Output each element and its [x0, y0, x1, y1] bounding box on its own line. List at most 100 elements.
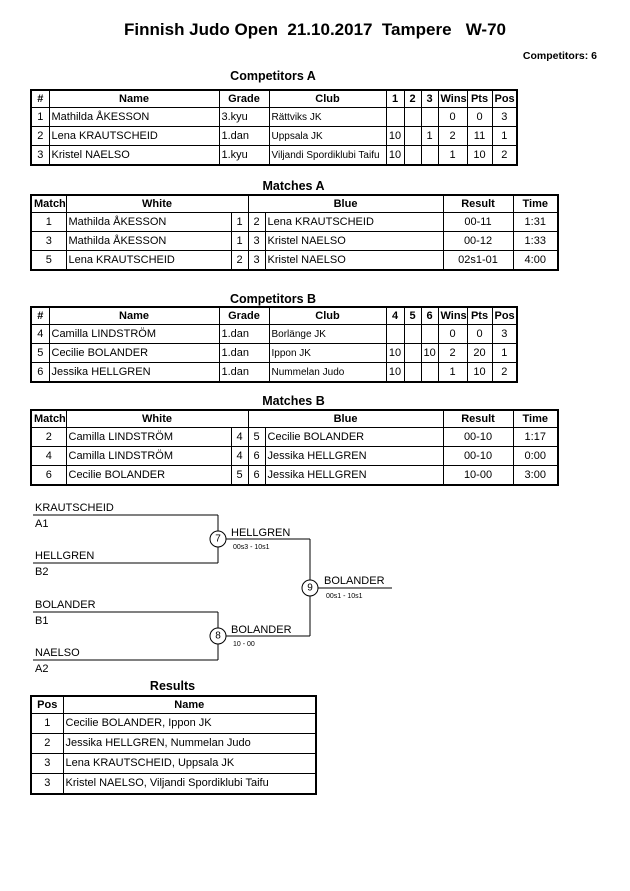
competitor-club: Nummelan Judo: [268, 362, 387, 383]
competitor-row: 6 Jessika HELLGREN 1.dan Nummelan Judo 1…: [30, 362, 518, 383]
semi2-bottom-code: A2: [35, 663, 48, 675]
competitor-club: Uppsala JK: [268, 126, 387, 146]
competitor-grade: 1.dan: [218, 343, 270, 363]
result-pos: 2: [30, 733, 64, 754]
semi1-winner: HELLGREN: [231, 527, 290, 539]
col-name: Name: [62, 695, 317, 714]
competitors-count: Competitors: 6: [522, 50, 597, 62]
blue-number: 6: [247, 446, 266, 466]
result-pos: 1: [30, 713, 64, 734]
match-result: 10-00: [442, 465, 514, 486]
match-number: 2: [30, 427, 67, 447]
score-vs-1: [385, 107, 405, 127]
pts-value: 11: [466, 126, 493, 146]
score-vs-4: 10: [385, 343, 405, 363]
match-time: 1:17: [512, 427, 559, 447]
match-number: 1: [30, 212, 67, 232]
match-row: 1 Mathilda ÅKESSON 1 2 Lena KRAUTSCHEID …: [30, 212, 559, 232]
pts-value: 10: [466, 362, 493, 383]
result-row: 1 Cecilie BOLANDER, Ippon JK: [30, 713, 317, 734]
pos-value: 2: [491, 362, 518, 383]
competitor-grade: 1.dan: [218, 126, 270, 146]
match-number: 4: [30, 446, 67, 466]
white-name: Camilla LINDSTRÖM: [65, 446, 232, 466]
competitor-number: 6: [30, 362, 50, 383]
white-name: Camilla LINDSTRÖM: [65, 427, 232, 447]
header-row: # Name Grade Club 4 5 6 Wins Pts Pos: [30, 306, 518, 325]
col-number: #: [30, 89, 50, 108]
match-result: 00-12: [442, 231, 514, 251]
score-vs-3: [420, 145, 439, 166]
competitor-grade: 1.kyu: [218, 145, 270, 166]
result-name: Cecilie BOLANDER, Ippon JK: [62, 713, 317, 734]
white-name: Mathilda ÅKESSON: [65, 212, 232, 232]
pos-value: 1: [491, 343, 518, 363]
semi1-top-name: KRAUTSCHEID: [35, 502, 114, 514]
score-vs-6: 10: [420, 343, 439, 363]
pts-value: 20: [466, 343, 493, 363]
final-match-number: 9: [307, 583, 313, 594]
score-vs-6: [420, 362, 439, 383]
match-row: 2 Camilla LINDSTRÖM 4 5 Cecilie BOLANDER…: [30, 427, 559, 447]
match-row: 4 Camilla LINDSTRÖM 4 6 Jessika HELLGREN…: [30, 446, 559, 466]
semi1-match-number: 7: [215, 534, 221, 545]
result-pos: 3: [30, 753, 64, 774]
col-opp-2: 2: [403, 89, 422, 108]
white-name: Lena KRAUTSCHEID: [65, 250, 232, 271]
competitor-name: Mathilda ÅKESSON: [48, 107, 220, 127]
pos-value: 2: [491, 145, 518, 166]
pos-value: 1: [491, 126, 518, 146]
competitor-row: 2 Lena KRAUTSCHEID 1.dan Uppsala JK 10 1…: [30, 126, 518, 146]
white-number: 2: [230, 250, 249, 271]
col-pos: Pos: [491, 89, 518, 108]
bracket-node-7: [209, 530, 227, 548]
col-result: Result: [442, 409, 514, 428]
pts-value: 0: [466, 107, 493, 127]
header-row: Match White Blue Result Time: [30, 194, 559, 213]
result-name: Kristel NAELSO, Viljandi Spordiklubi Tai…: [62, 773, 317, 795]
score-vs-2: [403, 107, 422, 127]
match-time: 1:31: [512, 212, 559, 232]
pts-value: 10: [466, 145, 493, 166]
match-row: 6 Cecilie BOLANDER 5 6 Jessika HELLGREN …: [30, 465, 559, 486]
blue-number: 3: [247, 250, 266, 271]
blue-name: Jessika HELLGREN: [264, 446, 444, 466]
result-row: 3 Lena KRAUTSCHEID, Uppsala JK: [30, 753, 317, 774]
header-row: Pos Name: [30, 695, 317, 714]
col-number: #: [30, 306, 50, 325]
matches-a-table: Match White Blue Result Time 1 Mathilda …: [30, 194, 560, 271]
score-vs-4: [385, 324, 405, 344]
match-number: 5: [30, 250, 67, 271]
results-table: Pos Name 1 Cecilie BOLANDER, Ippon JK 2 …: [30, 695, 317, 795]
matches-b-heading: Matches B: [262, 394, 325, 408]
bracket-node-9: [301, 579, 319, 597]
blue-name: Kristel NAELSO: [264, 250, 444, 271]
score-vs-5: [403, 343, 422, 363]
col-time: Time: [512, 194, 559, 213]
competitor-row: 5 Cecilie BOLANDER 1.dan Ippon JK 10 10 …: [30, 343, 518, 363]
blue-name: Jessika HELLGREN: [264, 465, 444, 486]
white-number: 1: [230, 231, 249, 251]
white-number: 1: [230, 212, 249, 232]
col-opp-1: 1: [385, 89, 405, 108]
semi2-score: 10 - 00: [233, 641, 255, 648]
competitors-b-heading: Competitors B: [229, 292, 317, 306]
page-title: Finnish Judo Open 21.10.2017 Tampere W-7…: [124, 20, 506, 39]
competitor-number: 5: [30, 343, 50, 363]
header-row: Match White Blue Result Time: [30, 409, 559, 428]
match-time: 4:00: [512, 250, 559, 271]
col-wins: Wins: [437, 89, 468, 108]
col-opp-6: 6: [420, 306, 439, 325]
final-score: 00s1 - 10s1: [326, 593, 363, 600]
col-white: White: [65, 409, 249, 428]
white-number: 5: [230, 465, 249, 486]
blue-number: 5: [247, 427, 266, 447]
pos-value: 3: [491, 107, 518, 127]
pts-value: 0: [466, 324, 493, 344]
blue-number: 2: [247, 212, 266, 232]
col-grade: Grade: [218, 89, 270, 108]
semi2-match-number: 8: [215, 631, 221, 642]
col-white: White: [65, 194, 249, 213]
col-blue: Blue: [247, 409, 444, 428]
col-opp-5: 5: [403, 306, 422, 325]
